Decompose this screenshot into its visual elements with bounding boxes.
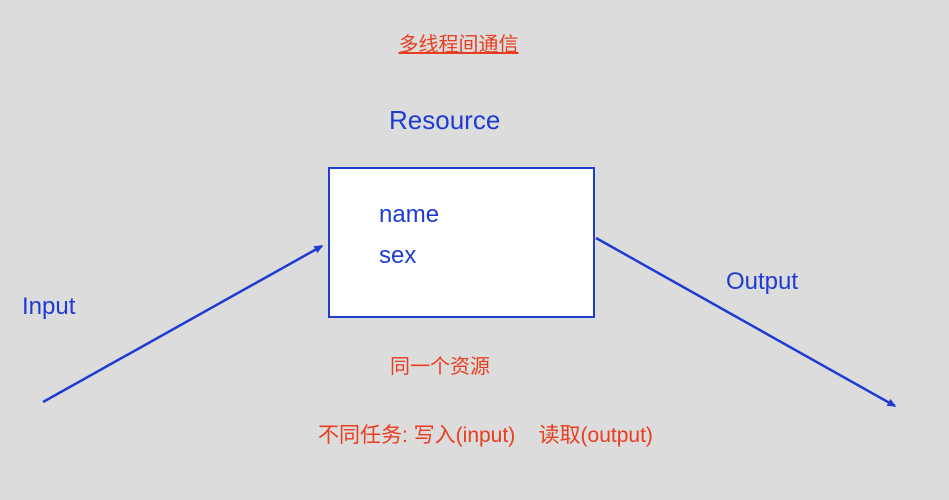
resource-box: name sex: [328, 167, 595, 318]
diagram-title: 多线程间通信: [398, 34, 519, 56]
input-arrow: [42, 244, 324, 404]
resource-field-name: name: [379, 201, 440, 228]
resource-field-sex: sex: [379, 242, 417, 269]
resource-label: Resource: [389, 105, 501, 135]
output-label: Output: [726, 268, 799, 295]
input-label: Input: [22, 293, 76, 320]
note-different-tasks: 不同任务: 写入(input) 读取(output): [318, 424, 653, 447]
caption-same-resource: 同一个资源: [390, 356, 490, 378]
output-arrow: [595, 236, 897, 408]
